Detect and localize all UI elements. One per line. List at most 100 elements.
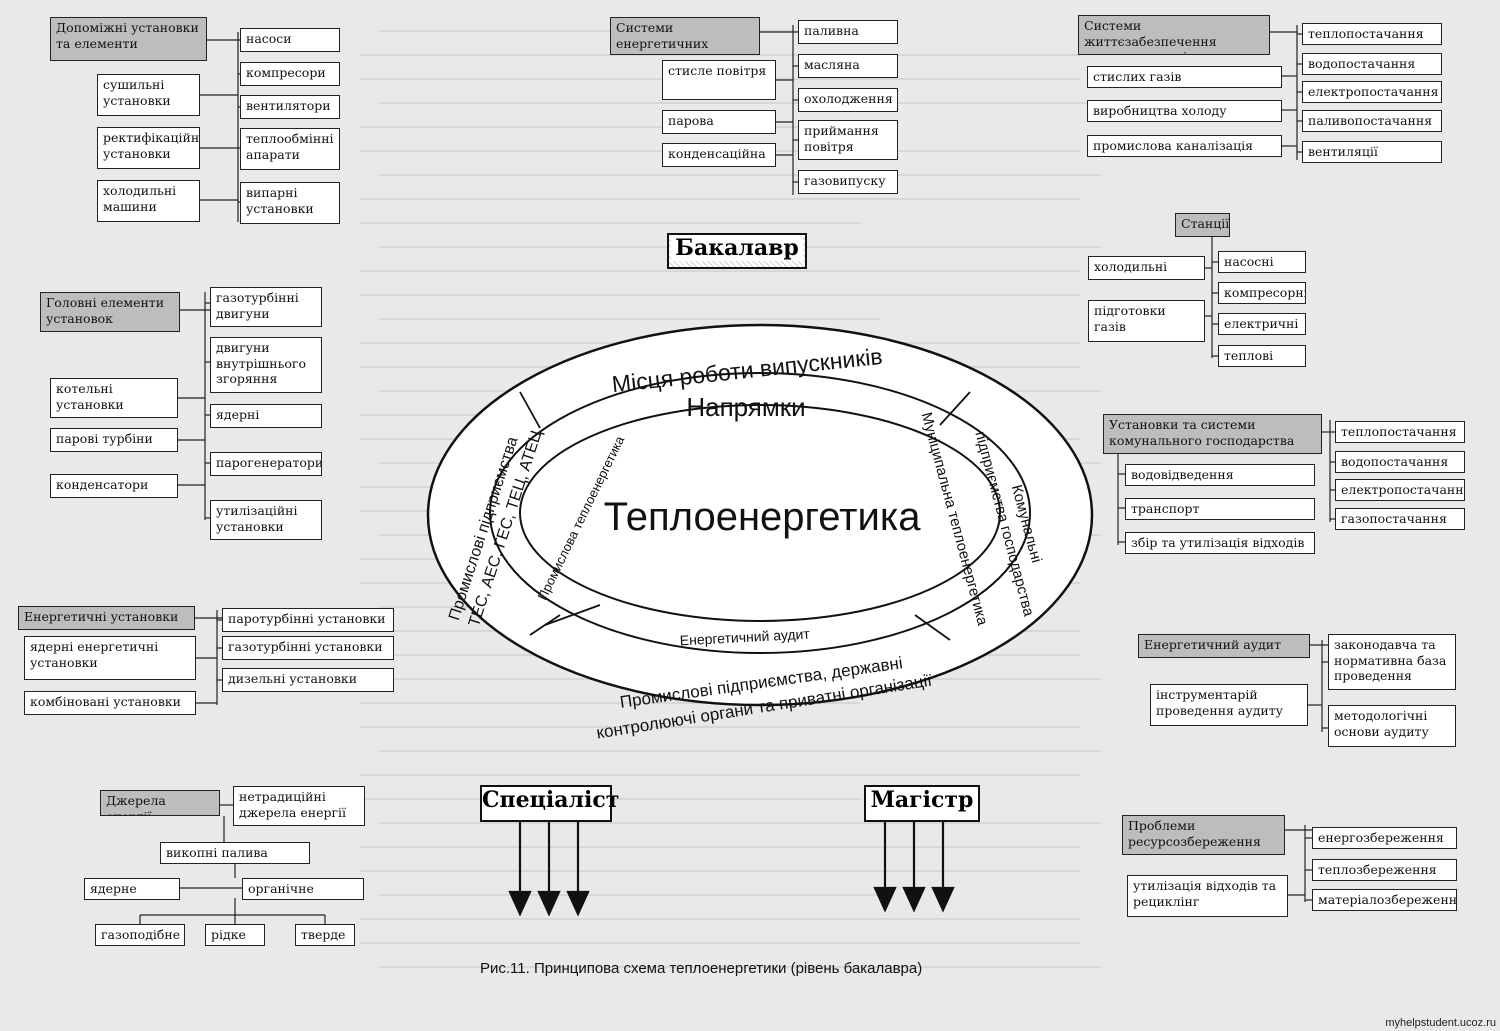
center-title: Теплоенергетика [604,495,922,539]
background-text-line [380,318,880,320]
audit-header: Енергетичний аудит [1138,634,1310,658]
background-text-line [380,750,1100,752]
sources-organic: органічне паливо [242,878,364,900]
communal-right-0: теплопостачання [1335,421,1465,443]
stations-right-1: компресорні [1218,282,1306,304]
energy-plants-right-0: паротурбінні установки [222,608,394,632]
stations-header: Станції [1175,213,1230,237]
stations-right-0: насосні [1218,251,1306,273]
sources-liquid: рідке [205,924,265,946]
life-support-right-4: вентиляції [1302,141,1442,163]
audit-left-0: інструментарій проведення аудиту [1150,684,1308,726]
plant-systems-right-1: масляна [798,54,898,78]
sources-solid: тверде [295,924,355,946]
plant-systems-right-3: приймання повітря [798,120,898,160]
energy-plants-left-0: ядерні енергетичні установки [24,636,196,680]
background-text-line [360,846,1080,848]
stations-right-3: теплові [1218,345,1306,367]
plant-systems-left-2: конденсаційна [662,143,776,167]
plant-systems-right-0: паливна [798,20,898,44]
life-support-header: Системи життєзабезпечення промислових пі… [1078,15,1270,55]
plant-systems-left-0: стисле повітря [662,60,776,100]
resources-left-0: утилізація відходів та рециклінг [1127,875,1288,917]
audit-right-1: методологічні основи аудиту [1328,705,1456,747]
background-text-line [360,270,1080,272]
main-elements-header: Головні елементи установок [40,292,180,332]
background-text-line [360,54,1080,56]
aux-right-4: випарні установки [240,182,340,224]
energy-plants-right-1: газотурбінні установки [222,636,394,660]
background-text-line [360,222,860,224]
stations-right-2: електричні [1218,313,1306,335]
sources-header: Джерела енергії [100,790,220,816]
background-text-line [360,774,1080,776]
communal-right-3: газопостачання [1335,508,1465,530]
background-text-line [360,702,860,704]
specialist-box: Спеціаліст [480,785,619,822]
background-text-line [360,870,1080,872]
plant-systems-header: Системи енергетичних установок [610,17,760,55]
life-support-right-2: електропостачання [1302,81,1442,103]
figure-caption: Рис.11. Принципова схема теплоенергетики… [480,960,923,977]
life-support-right-0: теплопостачання [1302,23,1442,45]
background-text-line [380,102,1100,104]
background-text-line [360,198,1080,200]
watermark-url: myhelpstudent.ucoz.ru [1385,1017,1496,1029]
life-support-left-0: стислих газів [1087,66,1282,88]
resources-right-0: енергозбереження [1312,827,1457,849]
background-text-line [380,174,1100,176]
communal-left-0: водовідведення [1125,464,1315,486]
aux-left-1: ректифікаційні установки [97,127,200,169]
communal-header: Установки та системи комунального господ… [1103,414,1322,454]
stations-left-1: підготовки газів [1088,300,1205,342]
main-elements-right-0: газотурбінні двигуни [210,287,322,327]
stations-left-0: холодильні [1088,256,1205,280]
main-elements-left-1: парові турбіни [50,428,178,452]
background-text-line [360,726,1080,728]
resources-right-2: матеріалозбереження [1312,889,1457,911]
life-support-left-2: промислова каналізація [1087,135,1282,157]
aux-right-3: теплообмінні апарати [240,128,340,170]
inner-ellipse [519,404,1001,622]
background-text-line [360,918,1080,920]
resources-header: Проблеми ресурсозбереження [1122,815,1285,855]
aux-right-1: компресори [240,62,340,86]
main-elements-right-3: парогенератори [210,452,322,476]
plant-systems-right-2: охолодження [798,88,898,112]
background-text-line [360,942,1080,944]
aux-right-2: вентилятори [240,95,340,119]
background-text-line [360,294,1080,296]
sources-fossil: викопні палива [160,842,310,864]
main-elements-left-2: конденсатори [50,474,178,498]
background-text-line [380,822,1100,824]
energy-plants-header: Енергетичні установки [18,606,195,630]
master-box: Магістр [864,785,980,822]
aux-left-0: сушильні установки [97,74,200,116]
audit-right-0: законодавча та нормативна база проведенн… [1328,634,1456,690]
life-support-right-3: паливопостачання [1302,110,1442,132]
aux-left-2: холодильні машини [97,180,200,222]
background-text-line [380,966,1100,968]
energy-plants-right-2: дизельні установки [222,668,394,692]
communal-left-1: транспорт [1125,498,1315,520]
sources-nontraditional: нетрадиційні джерела енергії [233,786,365,826]
communal-left-2: збір та утилізація відходів [1125,532,1315,554]
plant-systems-right-4: газовипуску [798,170,898,194]
main-elements-right-1: двигуни внутрішнього згоряння [210,337,322,393]
energy-plants-left-1: комбіновані установки [24,691,196,715]
communal-right-2: електропостачання [1335,479,1465,501]
sources-nuclear: ядерне паливо [84,878,180,900]
aux-right-0: насоси [240,28,340,52]
life-support-right-1: водопостачання [1302,53,1442,75]
energy-audit-label: Енергетичний аудит [679,626,810,649]
background-text-line [380,894,880,896]
resources-right-1: теплозбереження [1312,859,1457,881]
background-text-line [360,126,860,128]
aux-header: Допоміжні установки та елементи [50,17,207,61]
sources-gas: газоподібне [95,924,185,946]
main-elements-left-0: котельні установки [50,378,178,418]
plant-systems-left-1: парова [662,110,776,134]
main-elements-right-2: ядерні реактори [210,404,322,428]
